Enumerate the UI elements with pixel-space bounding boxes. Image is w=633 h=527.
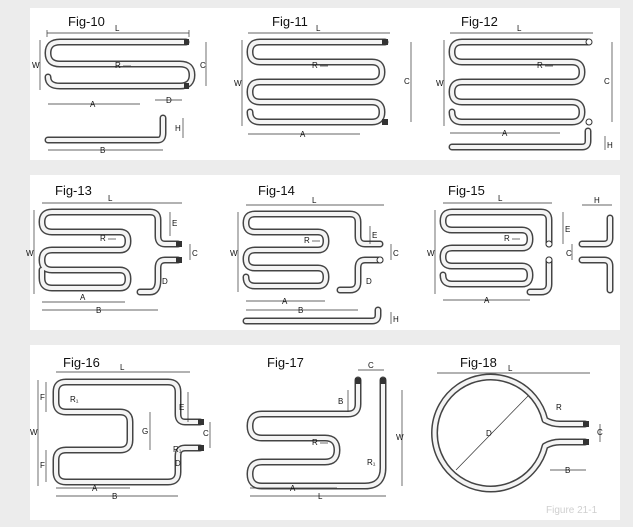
fig11-dim-R: R xyxy=(312,61,318,70)
fig17-element-tube xyxy=(246,376,387,490)
fig12-side-view xyxy=(448,127,592,151)
fig12-dim-W: W xyxy=(436,79,444,88)
fig15-dim-C: C xyxy=(566,249,572,258)
fig18-title: Fig-18 xyxy=(460,355,497,370)
fig17-dim-R1: R₁ xyxy=(367,458,376,467)
fig10-dim-W: W xyxy=(32,61,40,70)
fig12-dim-L: L xyxy=(517,24,522,33)
fig18-element-tube xyxy=(431,373,589,493)
fig13-dim-E: E xyxy=(172,219,177,228)
fig10-dim-R: R xyxy=(115,61,121,70)
fig15-dim-L: L xyxy=(498,194,503,203)
fig18-dim-L: L xyxy=(508,364,513,373)
fig16-dim-E: E xyxy=(179,403,184,412)
fig16-drawing: L W F F R₁ R₁ G E C D A B xyxy=(30,363,211,501)
fig16-dim-B: B xyxy=(112,492,117,501)
fig18-dim-D: D xyxy=(486,429,492,438)
fig13-drawing: L W R E C D A B xyxy=(26,194,198,315)
fig15-dim-H: H xyxy=(594,196,600,205)
fig16-dim-W: W xyxy=(30,428,38,437)
fig18-dim-C: C xyxy=(597,428,603,437)
fig16-dim-F-bottom: F xyxy=(40,461,45,470)
fig17-title: Fig-17 xyxy=(267,355,304,370)
fig14-dim-E: E xyxy=(372,231,377,240)
fig15-side-view xyxy=(578,214,614,294)
fig14-title: Fig-14 xyxy=(258,183,295,198)
fig17-dim-W: W xyxy=(396,433,404,442)
fig12-dim-C: C xyxy=(604,77,610,86)
fig12-drawing: L W R C A H xyxy=(436,24,613,151)
fig13-dim-D: D xyxy=(162,277,168,286)
fig11-dim-C: C xyxy=(404,77,410,86)
fig11-title: Fig-11 xyxy=(272,14,308,29)
fig16-dim-R1-bottom: R₁ xyxy=(173,445,182,454)
fig14-dim-H: H xyxy=(393,315,399,324)
fig11-drawing: L W R C A xyxy=(234,24,412,139)
fig17-drawing: C B W R R₁ A L xyxy=(246,361,404,501)
fig14-dim-D: D xyxy=(366,277,372,286)
fig13-title: Fig-13 xyxy=(55,183,92,198)
fig14-dim-W: W xyxy=(230,249,238,258)
fig15-title: Fig-15 xyxy=(448,183,485,198)
fig17-dim-R: R xyxy=(312,438,318,447)
fig16-dim-L: L xyxy=(120,363,125,372)
fig16-dim-A: A xyxy=(92,484,98,493)
fig10-side-view xyxy=(44,114,167,144)
fig14-drawing: L W R E C D A B H xyxy=(230,196,399,325)
fig14-dim-L: L xyxy=(312,196,317,205)
fig15-dim-R: R xyxy=(504,234,510,243)
fig10-dim-L: L xyxy=(115,24,120,33)
fig13-dim-B: B xyxy=(96,306,101,315)
fig13-dim-C: C xyxy=(192,249,198,258)
fig15-dim-E: E xyxy=(565,225,570,234)
fig14-dim-R: R xyxy=(304,236,310,245)
fig10-title: Fig-10 xyxy=(68,14,105,29)
fig16-title: Fig-16 xyxy=(63,355,100,370)
fig16-dim-D: D xyxy=(175,459,181,468)
fig10-dim-B: B xyxy=(100,146,105,155)
fig16-dim-F-top: F xyxy=(40,393,45,402)
fig15-dim-W: W xyxy=(427,249,435,258)
fig18-drawing: L D R C B xyxy=(431,364,603,493)
fig11-dim-L: L xyxy=(316,24,321,33)
fig14-dim-B: B xyxy=(298,306,303,315)
fig15-element-tube xyxy=(439,208,553,296)
fig11-dim-W: W xyxy=(234,79,242,88)
fig13-dim-A: A xyxy=(80,293,86,302)
fig17-dim-L: L xyxy=(318,492,323,501)
fig13-dim-W: W xyxy=(26,249,34,258)
fig11-dim-A: A xyxy=(300,130,306,139)
fig17-dim-A: A xyxy=(290,484,296,493)
fig12-title: Fig-12 xyxy=(461,14,498,29)
fig17-dim-B: B xyxy=(338,397,343,406)
fig16-dim-R1-top: R₁ xyxy=(70,395,79,404)
fig16-dim-C: C xyxy=(203,429,209,438)
fig10-dim-A: A xyxy=(90,100,96,109)
fig13-dim-L: L xyxy=(108,194,113,203)
fig17-dim-C: C xyxy=(368,361,374,370)
fig12-dim-R: R xyxy=(537,61,543,70)
fig14-dim-A: A xyxy=(282,297,288,306)
fig16-dim-G: G xyxy=(142,427,148,436)
fig15-drawing: L W R E C H A xyxy=(427,194,614,305)
fig18-dim-R: R xyxy=(556,403,562,412)
fig13-dim-R: R xyxy=(100,234,106,243)
watermark: Figure 21-1 xyxy=(546,505,598,516)
fig12-dim-A: A xyxy=(502,129,508,138)
fig15-dim-A: A xyxy=(484,296,490,305)
fig10-dim-D: D xyxy=(166,96,172,105)
panel-row2 xyxy=(30,175,620,330)
fig18-dim-B: B xyxy=(565,466,570,475)
fig10-dim-H: H xyxy=(175,124,181,133)
fig12-dim-H: H xyxy=(607,141,613,150)
fig10-drawing: L W R C A D H B xyxy=(32,24,207,155)
fig14-dim-C: C xyxy=(393,249,399,258)
fig10-dim-C: C xyxy=(200,61,206,70)
